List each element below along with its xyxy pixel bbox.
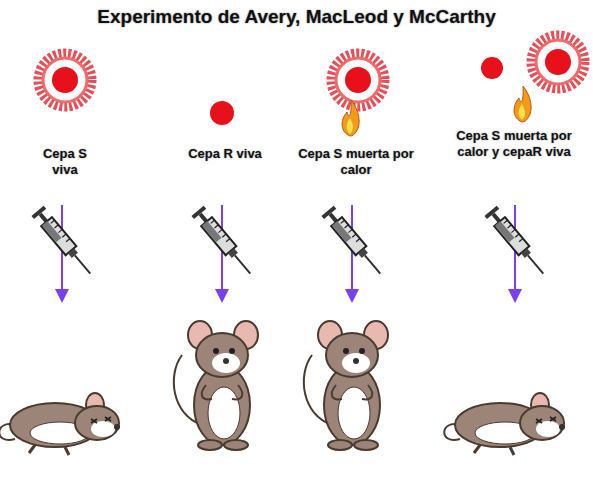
strain-label: Cepa S muerta por calor y cepaR viva [439,128,589,160]
strain-label: Cepa S muerta por calor [281,146,431,178]
diagram-title: Experimento de Avery, MacLeod y McCarthy [97,6,495,28]
strain-label: Cepa R viva [185,146,265,162]
strain-label: Cepa S viva [30,146,100,178]
